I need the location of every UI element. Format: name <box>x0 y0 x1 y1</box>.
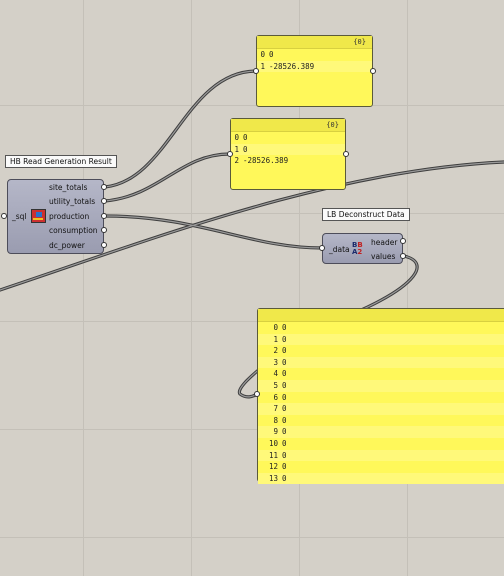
output-dc-power: dc_power <box>49 241 85 250</box>
ab-deconstruct-icon: BB A2 <box>352 241 363 256</box>
grip-consumption[interactable] <box>101 227 107 233</box>
grip-values[interactable] <box>400 253 406 259</box>
panel-input-grip[interactable] <box>227 151 233 157</box>
wire-utility-totals <box>103 152 232 203</box>
panel-input-grip[interactable] <box>254 391 260 397</box>
output-utility-totals: utility_totals <box>49 197 96 206</box>
panel-output-grip[interactable] <box>370 68 376 74</box>
list-item: 1-28526.389 <box>257 60 372 73</box>
grip-utility-totals[interactable] <box>101 198 107 204</box>
lb-input-label: _data <box>329 245 350 254</box>
panel-header: {0} <box>231 119 345 132</box>
grip-production[interactable] <box>101 213 107 219</box>
honeybee-icon <box>31 209 46 223</box>
lb-component-tag: LB Deconstruct Data <box>322 208 410 221</box>
output-site-totals: site_totals <box>49 183 88 192</box>
output-header: header <box>371 238 398 247</box>
grip-header[interactable] <box>400 238 406 244</box>
hb-input-grip[interactable] <box>1 213 7 219</box>
lb-deconstruct-data[interactable]: _data BB A2 header values <box>322 233 403 264</box>
panel-output-grip[interactable] <box>343 151 349 157</box>
list-item: 2-28526.389 <box>234 156 289 166</box>
panel-input-grip[interactable] <box>253 68 259 74</box>
grip-dc-power[interactable] <box>101 242 107 248</box>
output-values: values <box>371 252 396 261</box>
panel-header: {0} <box>257 36 372 49</box>
hb-read-generation-result[interactable]: _sql site_totals utility_totals producti… <box>7 179 104 254</box>
panel-header <box>258 309 504 322</box>
output-consumption: consumption <box>49 226 98 235</box>
grip-site-totals[interactable] <box>101 184 107 190</box>
lb-input-grip[interactable] <box>319 245 325 251</box>
hb-component-tag: HB Read Generation Result <box>5 155 117 168</box>
output-production: production <box>49 212 90 221</box>
hb-input-label: _sql <box>12 212 27 221</box>
